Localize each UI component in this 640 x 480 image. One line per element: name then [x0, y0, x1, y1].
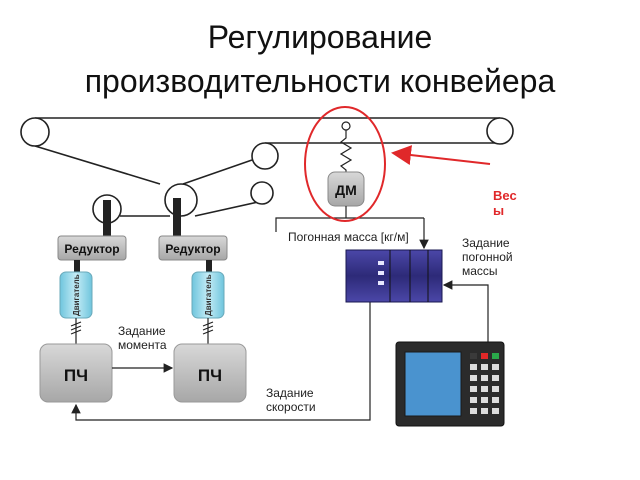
- weigh-sensor: ДМ: [275, 121, 429, 250]
- mass-setpoint-line3: массы: [462, 264, 498, 278]
- gearbox-2-label: Редуктор: [165, 242, 220, 256]
- belt-rollers: [20, 117, 514, 224]
- gearbox-1: Редуктор: [57, 235, 127, 261]
- gearbox-1-label: Редуктор: [64, 242, 119, 256]
- hmi-panel: [395, 341, 505, 427]
- mass-setpoint-line2: погонной: [462, 250, 513, 264]
- torque-setpoint-line1: Задание: [118, 324, 166, 338]
- motor-2-label: Двигатель: [204, 274, 213, 316]
- motor-cables: [70, 318, 214, 344]
- mass-setpoint-line1: Задание: [462, 236, 510, 250]
- speed-setpoint-line1: Задание: [266, 386, 314, 400]
- torque-setpoint-line2: момента: [118, 338, 167, 352]
- scales-label-line1: Вес: [493, 188, 517, 203]
- vfd-2: ПЧ: [173, 343, 247, 403]
- scales-label-line2: ы: [493, 203, 504, 218]
- vfd-1-label: ПЧ: [64, 366, 88, 385]
- scales-highlight: [304, 106, 386, 222]
- vfd-1: ПЧ: [39, 343, 113, 403]
- drive-shaft-2: [173, 198, 181, 236]
- linear-mass-label: Погонная масса [кг/м]: [288, 230, 409, 244]
- conveyor-belt: [34, 117, 500, 217]
- vfd-2-label: ПЧ: [198, 366, 222, 385]
- slide-title-line2: производительности конвейера: [84, 63, 556, 99]
- motor-1-label: Двигатель: [72, 274, 81, 316]
- scales-pointer-arrow: [391, 145, 491, 165]
- motor-1: Двигатель: [59, 260, 93, 319]
- drive-shaft-1: [103, 200, 111, 236]
- sensor-label: ДМ: [335, 182, 357, 198]
- gearbox-2: Редуктор: [158, 235, 228, 261]
- speed-setpoint-line: [71, 302, 371, 421]
- slide-title-line1: Регулирование: [207, 19, 433, 55]
- speed-setpoint-line2: скорости: [266, 400, 316, 414]
- plc-controller: [345, 249, 443, 303]
- motor-2: Двигатель: [191, 260, 225, 319]
- mass-setpoint-arrow: [442, 280, 489, 342]
